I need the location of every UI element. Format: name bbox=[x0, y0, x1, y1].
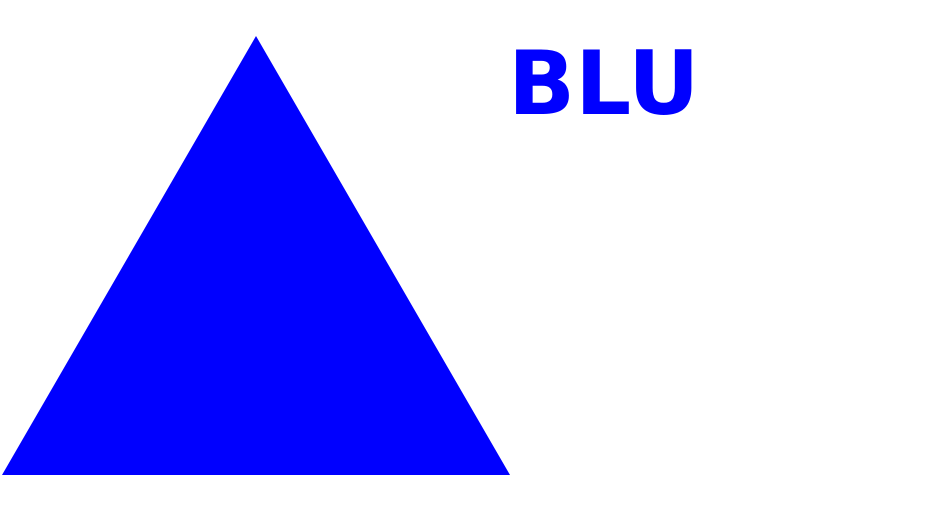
blue-triangle bbox=[2, 36, 510, 475]
color-label: BLU bbox=[508, 32, 700, 135]
